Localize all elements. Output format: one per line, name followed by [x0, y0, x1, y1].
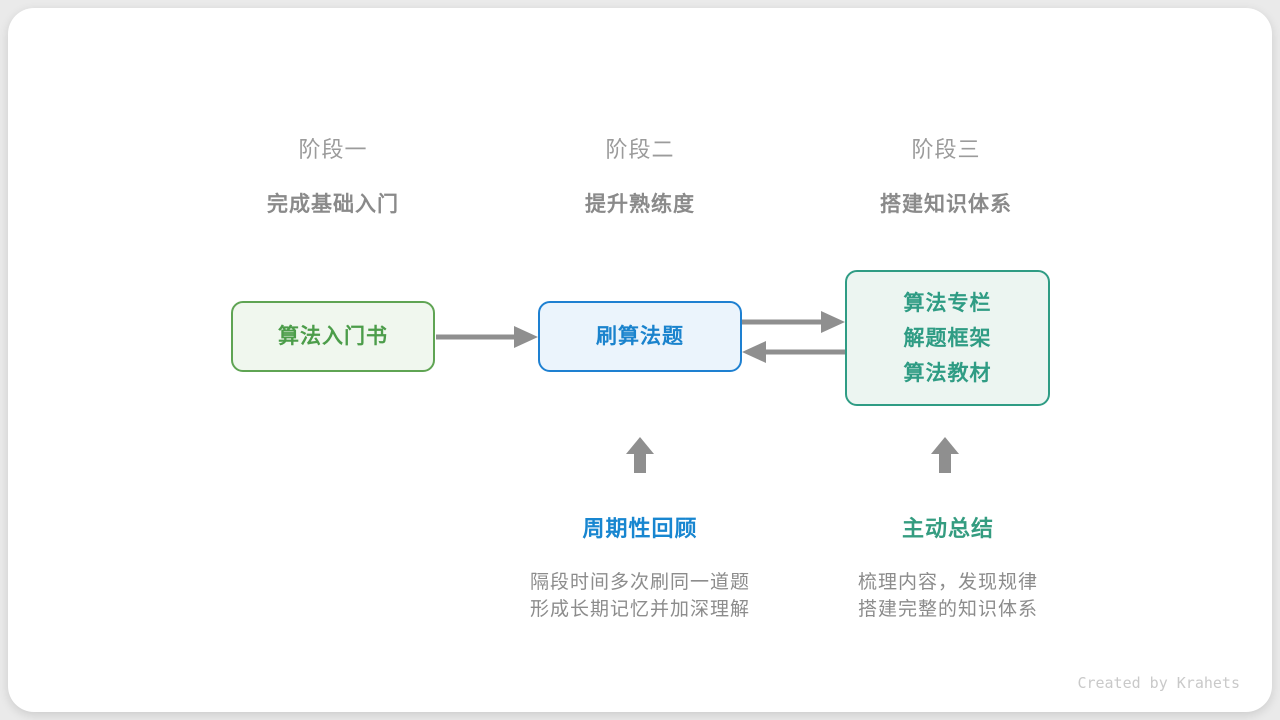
arrow-up-active-summary-icon	[931, 437, 959, 473]
stage-3-subtitle: 搭建知识体系	[880, 193, 1012, 216]
annotation-active-summary-desc: 梳理内容，发现规律 搭建完整的知识体系	[778, 569, 1118, 623]
stage-2-label: 阶段二	[605, 137, 675, 162]
node-label: 算法入门书	[278, 325, 388, 348]
desc-line: 搭建完整的知识体系	[857, 599, 1038, 620]
stage-3-label: 阶段三	[911, 137, 981, 162]
desc-line: 隔段时间多次刷同一道题	[529, 572, 750, 593]
diagram-canvas: 阶段一 完成基础入门 阶段二 提升熟练度 阶段三 搭建知识体系 算法入门书 刷算…	[8, 8, 1272, 712]
node-label: 算法教材	[903, 361, 992, 385]
credit-text: Created by Krahets	[1077, 674, 1240, 692]
annotation-periodic-review-desc: 隔段时间多次刷同一道题 形成长期记忆并加深理解	[470, 569, 810, 623]
annotation-periodic-review-title: 周期性回顾	[582, 516, 698, 541]
stage-1-header: 阶段一 完成基础入门	[203, 132, 463, 218]
desc-line: 形成长期记忆并加深理解	[529, 599, 750, 620]
arrow-right-stage2-to-stage3-icon	[742, 311, 845, 333]
stage-2-header: 阶段二 提升熟练度	[510, 132, 770, 218]
node-practice-problems: 刷算法题	[538, 301, 742, 372]
stage-3-header: 阶段三 搭建知识体系	[816, 132, 1076, 218]
node-algorithm-intro-book: 算法入门书	[231, 301, 435, 372]
arrow-right-stage1-to-stage2-icon	[436, 326, 538, 348]
node-label: 刷算法题	[596, 325, 684, 348]
annotation-periodic-review: 周期性回顾 隔段时间多次刷同一道题 形成长期记忆并加深理解	[470, 511, 810, 623]
desc-line: 梳理内容，发现规律	[857, 572, 1038, 593]
stage-1-label: 阶段一	[298, 137, 368, 162]
arrow-up-periodic-review-icon	[626, 437, 654, 473]
stage-2-subtitle: 提升熟练度	[585, 193, 695, 216]
node-label: 解题框架	[903, 326, 992, 350]
stage-1-subtitle: 完成基础入门	[267, 193, 399, 216]
annotation-active-summary-title: 主动总结	[901, 516, 994, 541]
annotation-active-summary: 主动总结 梳理内容，发现规律 搭建完整的知识体系	[778, 511, 1118, 623]
node-label: 算法专栏	[903, 291, 992, 315]
node-knowledge-system: 算法专栏 解题框架 算法教材	[845, 270, 1050, 406]
arrow-left-stage3-to-stage2-icon	[742, 341, 845, 363]
